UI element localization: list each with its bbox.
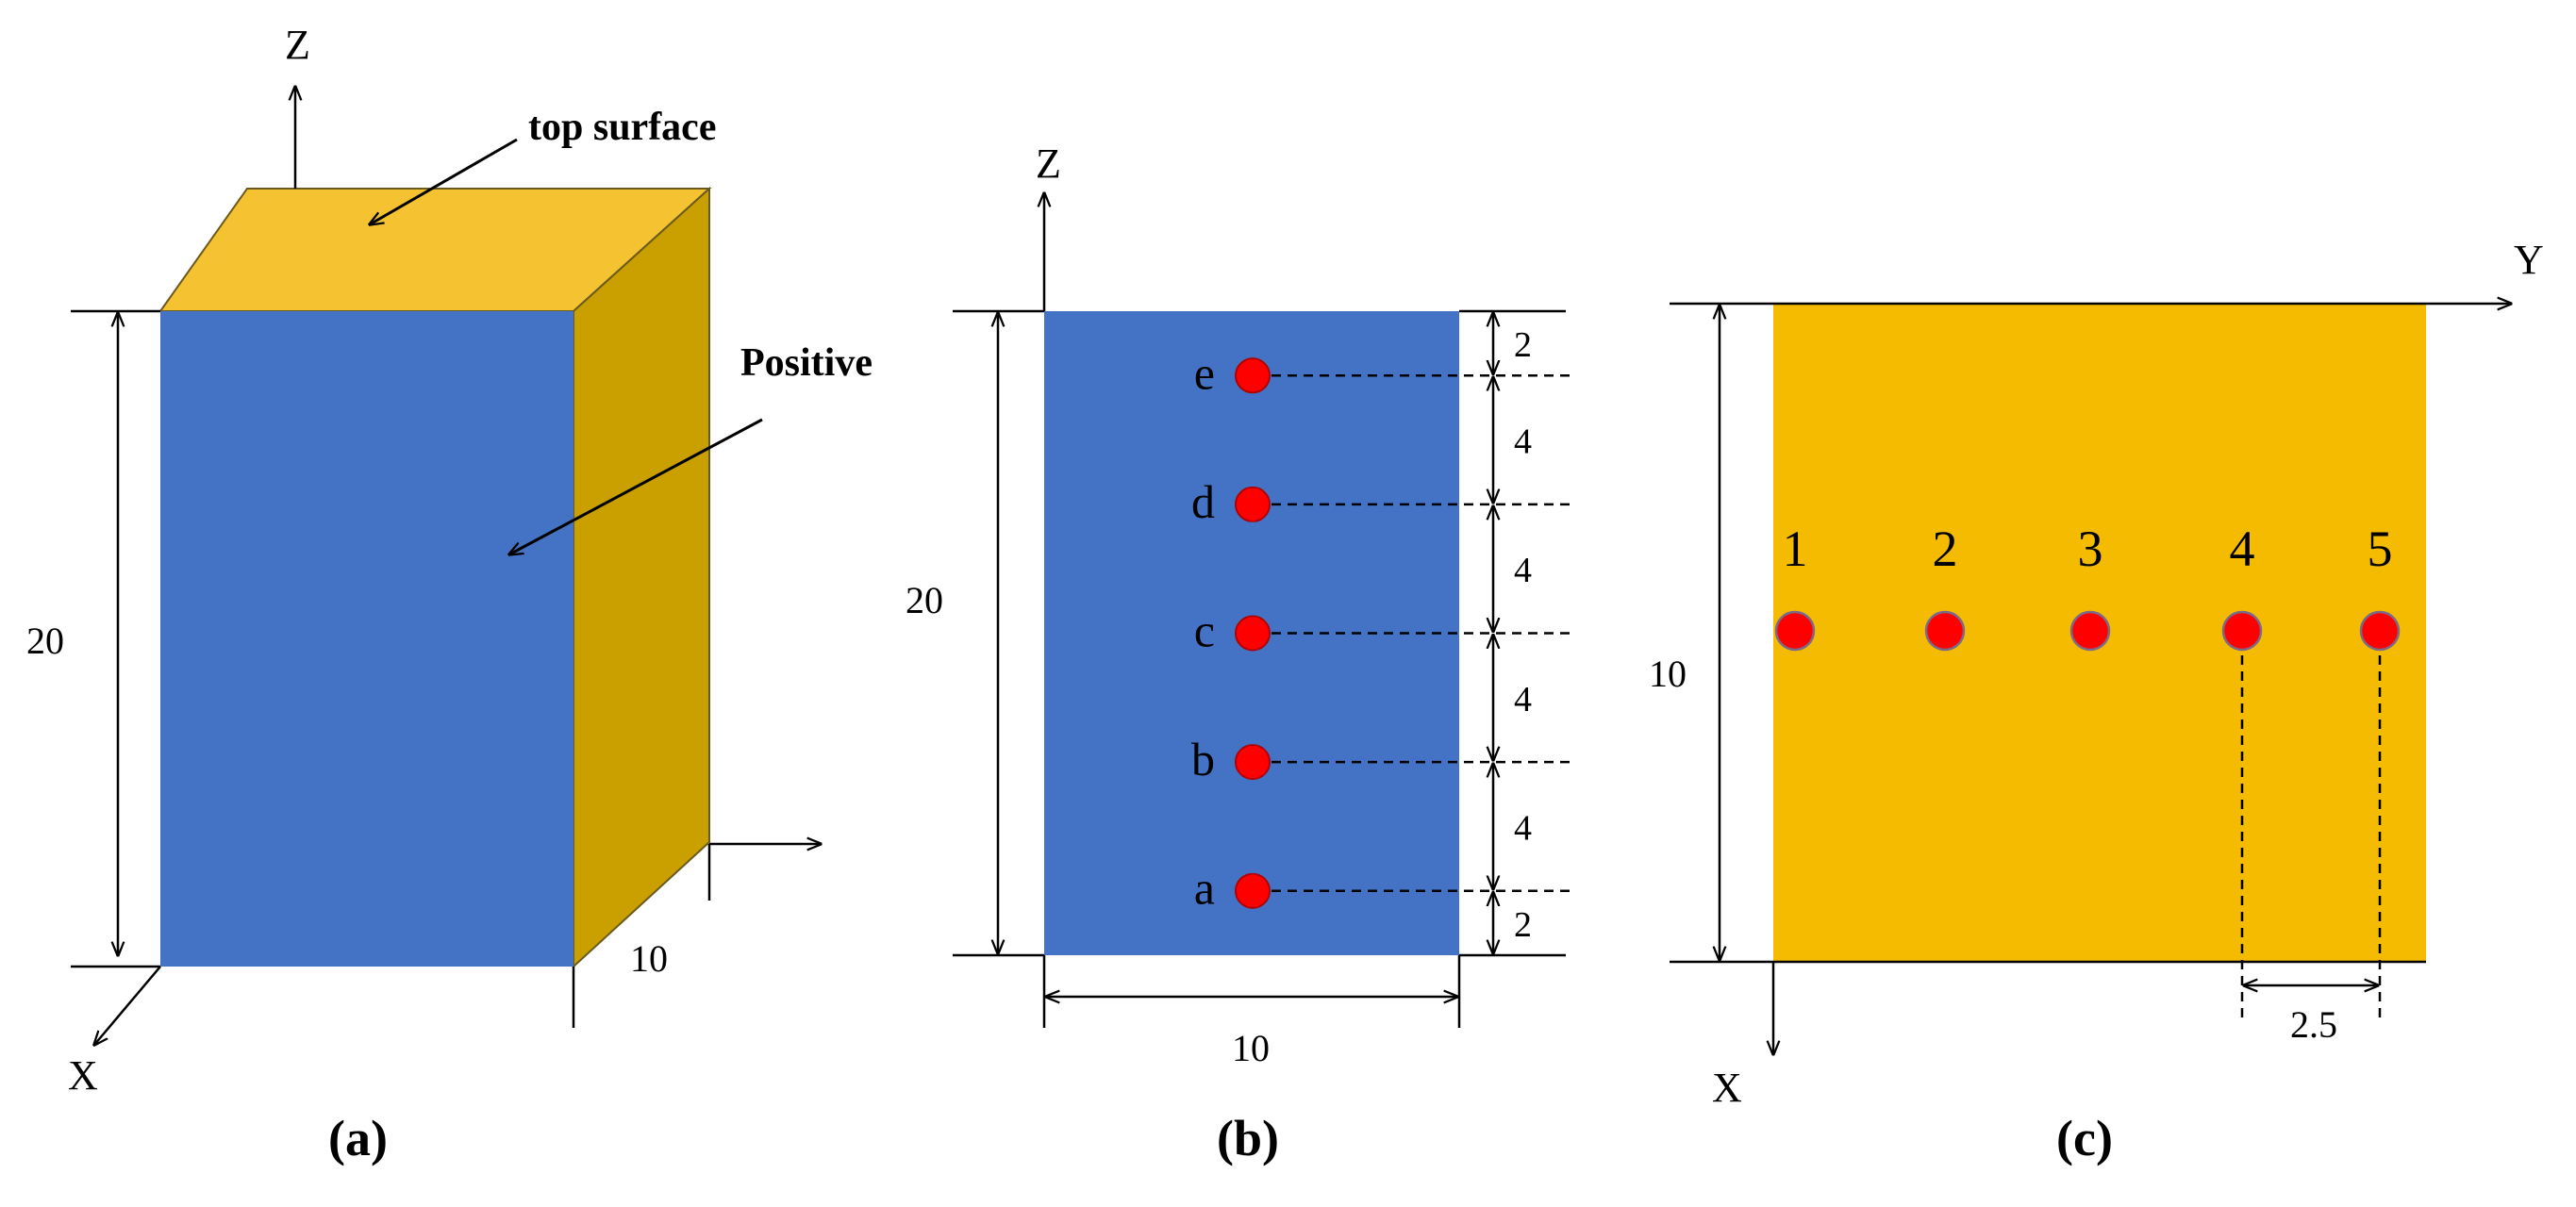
- spacing-label-1: 4: [1514, 422, 1532, 462]
- surface-point-label-5: 5: [2368, 521, 2393, 577]
- y-axis-label: Y: [2514, 237, 2544, 283]
- measurement-point-d: [1235, 486, 1271, 522]
- surface-point-label-4: 4: [2230, 521, 2255, 577]
- box-front-face: [160, 311, 573, 967]
- width-label-b: 10: [1232, 1027, 1270, 1069]
- panel-b-caption: (b): [1217, 1110, 1279, 1166]
- z-axis-label-b: Z: [1036, 141, 1061, 187]
- spacing-label-5: 2: [1514, 905, 1532, 945]
- panel-c: Y X 10 1 2 3 4 5 2.5 (c): [1649, 237, 2544, 1166]
- top-surface-pointer: [370, 138, 518, 224]
- surface-point-4: [2221, 610, 2263, 652]
- spacing-label-2: 4: [1514, 551, 1532, 590]
- box-side-face: [573, 186, 710, 969]
- point-label-e: e: [1194, 346, 1215, 399]
- surface-point-2: [1924, 610, 1966, 652]
- panel-b: Z 20 10 e d c b a 2 4 4 4 4 2 (b): [906, 141, 1571, 1166]
- point-label-a: a: [1194, 862, 1215, 915]
- x-axis-arrow: [94, 966, 161, 1045]
- surface-point-label-2: 2: [1933, 521, 1958, 577]
- positive-label: Positive: [740, 341, 873, 385]
- panel-c-caption: (c): [2056, 1110, 2113, 1166]
- positive-pointer: [509, 418, 763, 554]
- surface-point-3: [2069, 610, 2111, 652]
- height-label-c: 10: [1649, 653, 1687, 695]
- surface-point-label-3: 3: [2078, 521, 2103, 577]
- spacing-label-3: 4: [1514, 680, 1532, 719]
- spacing-label-c: 2.5: [2290, 1003, 2337, 1046]
- spacing-dimensions-b: 2 4 4 4 4 2: [1493, 313, 1532, 953]
- measurement-point-a: [1235, 872, 1271, 909]
- surface-point-1: [1774, 610, 1816, 652]
- panel-a: Z X 20 10 top surface Positive (a): [26, 22, 873, 1166]
- panel-a-caption: (a): [328, 1110, 388, 1166]
- measurement-point-e: [1235, 357, 1271, 394]
- measurement-points-c: 1 2 3 4 5: [1774, 521, 2401, 652]
- measurement-point-c: [1235, 615, 1271, 652]
- point-label-c: c: [1194, 604, 1215, 657]
- surface-point-5: [2359, 610, 2401, 652]
- z-axis-label: Z: [285, 22, 310, 68]
- height-label: 20: [26, 620, 64, 662]
- measurement-point-b: [1235, 744, 1271, 781]
- point-label-b: b: [1191, 733, 1215, 785]
- point-label-d: d: [1191, 475, 1215, 528]
- surface-point-label-1: 1: [1783, 521, 1808, 577]
- top-surface-label: top surface: [528, 106, 716, 149]
- height-label-b: 20: [906, 579, 943, 621]
- x-axis-label-c: X: [1712, 1065, 1742, 1111]
- x-axis-label: X: [68, 1052, 98, 1099]
- depth-label: 10: [630, 937, 668, 980]
- measurement-points-b: e d c b a: [1191, 346, 1571, 915]
- spacing-label-4: 4: [1514, 808, 1532, 848]
- spacing-label-0: 2: [1514, 325, 1532, 365]
